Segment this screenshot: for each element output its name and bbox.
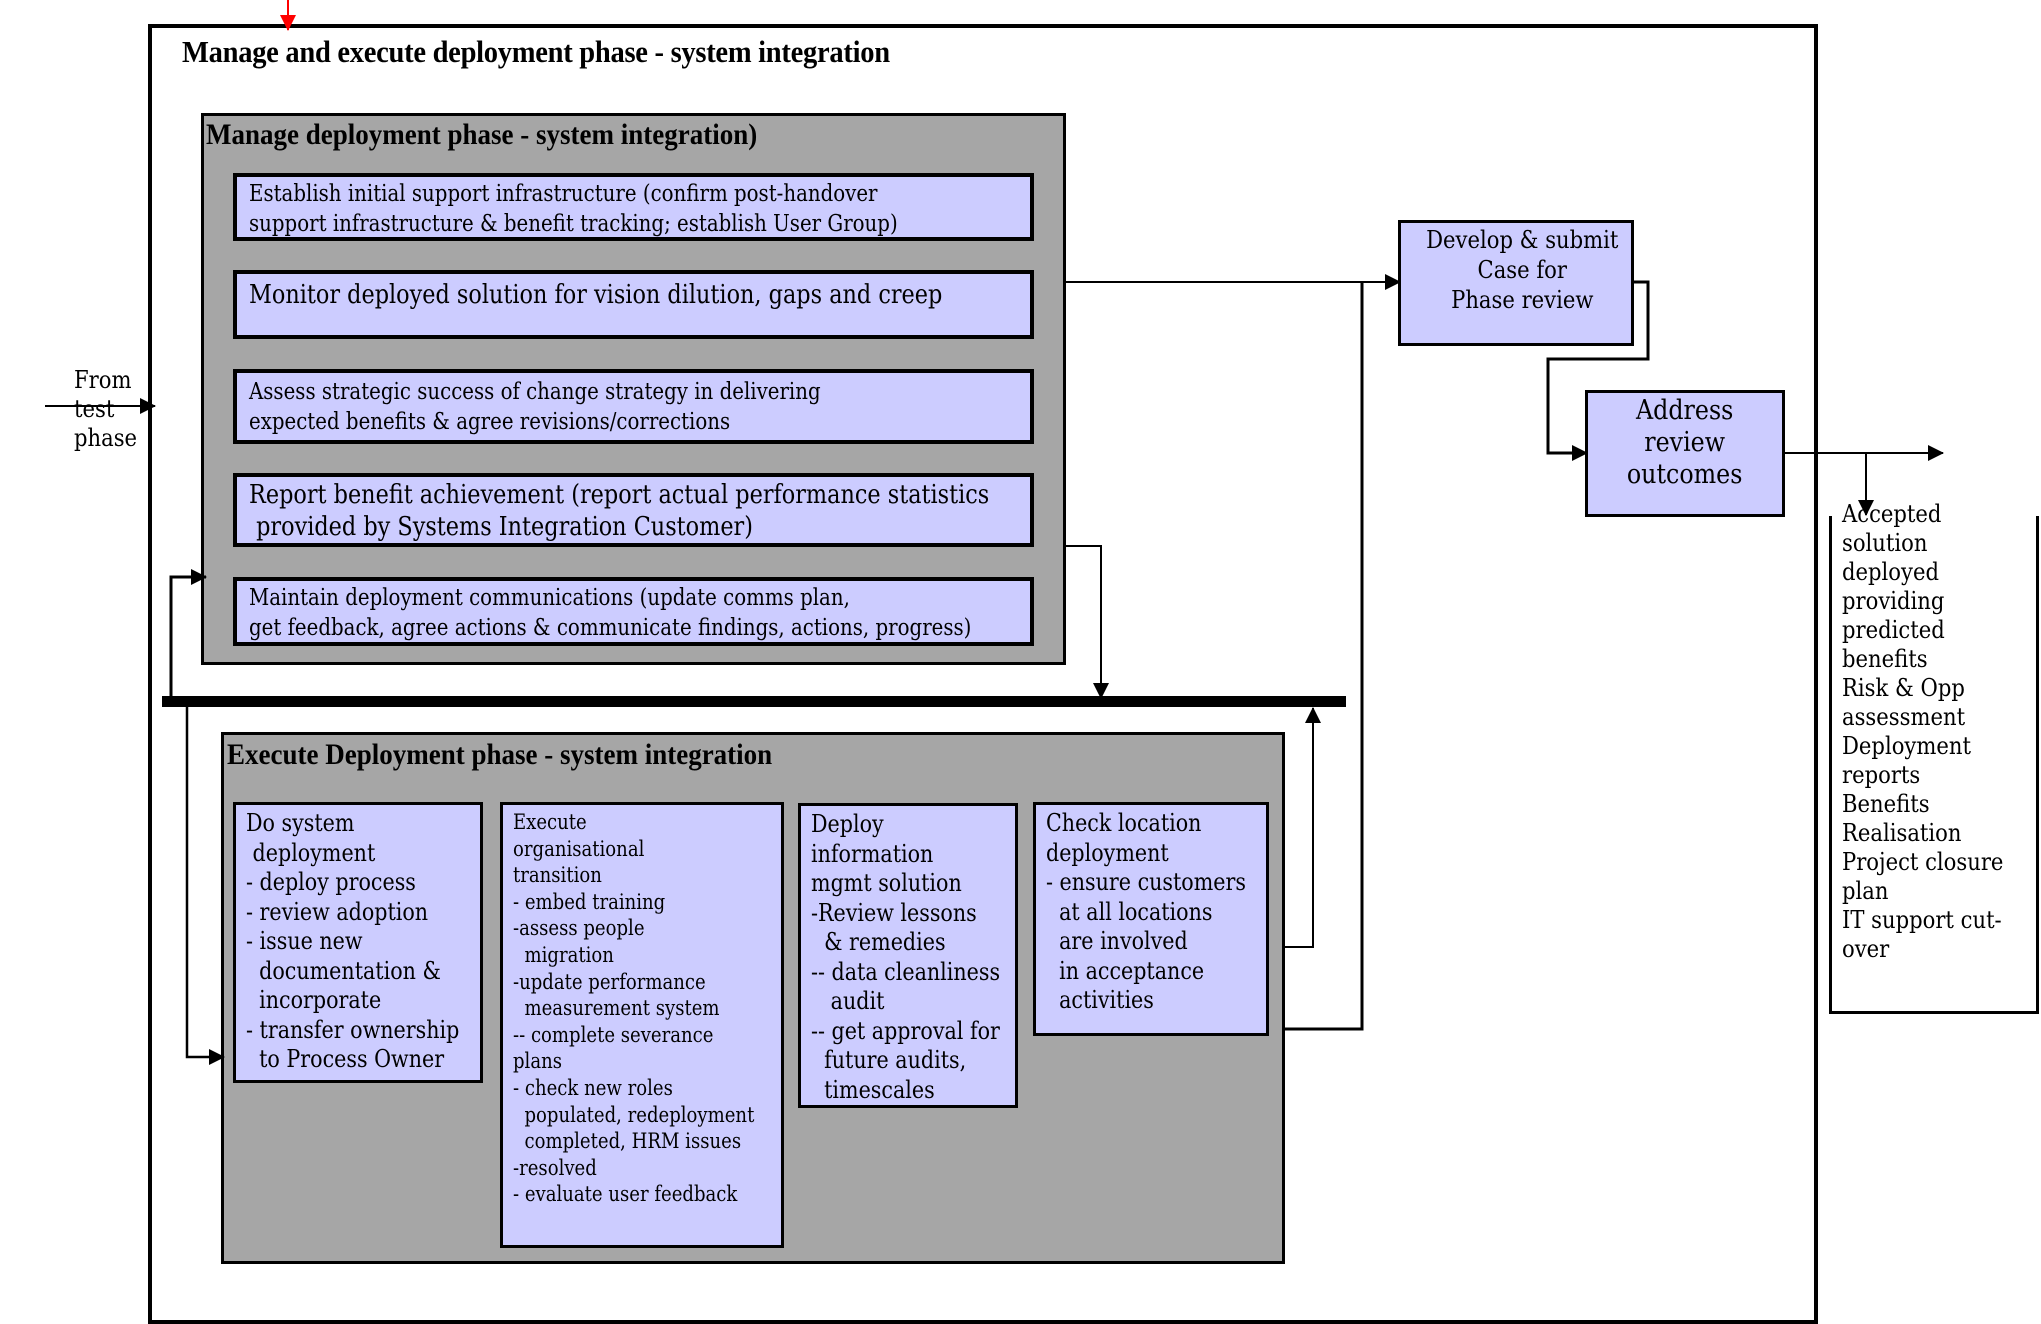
task-report-benefit[interactable]: Report benefit achievement (report actua… xyxy=(233,473,1034,547)
task-label: Monitor deployed solution for vision dil… xyxy=(249,280,943,310)
task-execute-org-transition[interactable]: Execute organisational transition - embe… xyxy=(500,802,784,1248)
task-label: Check location deployment - ensure custo… xyxy=(1046,809,1246,1014)
step-address-outcomes[interactable]: Address review outcomes xyxy=(1585,390,1785,517)
input-label: From test phase xyxy=(74,366,146,453)
outputs-list: Accepted solution deployed providing pre… xyxy=(1842,500,2025,964)
step-label: Address review outcomes xyxy=(1627,395,1743,490)
task-monitor-solution[interactable]: Monitor deployed solution for vision dil… xyxy=(233,270,1034,339)
task-label: Establish initial support infrastructure… xyxy=(249,181,898,237)
task-deploy-info-mgmt[interactable]: Deploy information mgmt solution -Review… xyxy=(798,803,1018,1108)
manage-group-title: Manage deployment phase - system integra… xyxy=(206,118,758,151)
task-label: Report benefit achievement (report actua… xyxy=(249,480,990,542)
step-label: Develop & submit Case for Phase review xyxy=(1426,226,1619,314)
task-assess-success[interactable]: Assess strategic success of change strat… xyxy=(233,369,1034,444)
task-label: Assess strategic success of change strat… xyxy=(249,379,821,435)
task-establish-support[interactable]: Establish initial support infrastructure… xyxy=(233,173,1034,241)
task-label: Deploy information mgmt solution -Review… xyxy=(811,810,1001,1104)
task-do-system-deployment[interactable]: Do system deployment - deploy process - … xyxy=(233,802,483,1083)
diagram-title: Manage and execute deployment phase - sy… xyxy=(182,34,890,69)
task-maintain-comms[interactable]: Maintain deployment communications (upda… xyxy=(233,577,1034,646)
task-label: Maintain deployment communications (upda… xyxy=(249,585,972,641)
task-label: Execute organisational transition - embe… xyxy=(513,810,755,1207)
input-label-text: From test phase xyxy=(74,366,138,452)
step-develop-case[interactable]: Develop & submit Case for Phase review xyxy=(1398,220,1634,346)
outputs-text: Accepted solution deployed providing pre… xyxy=(1842,500,2004,963)
task-label: Do system deployment - deploy process - … xyxy=(246,809,460,1073)
task-check-location[interactable]: Check location deployment - ensure custo… xyxy=(1033,802,1269,1036)
sync-bar xyxy=(162,696,1346,707)
outputs-box xyxy=(1829,516,2039,1014)
execute-group-title: Execute Deployment phase - system integr… xyxy=(227,738,773,771)
